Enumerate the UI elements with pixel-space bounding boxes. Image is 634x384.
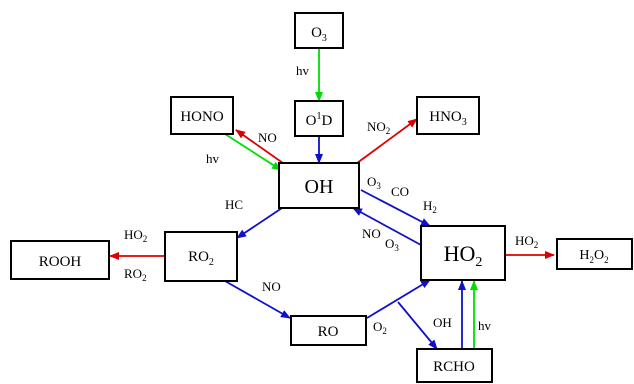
node-h2o2-sub: 2	[590, 255, 595, 265]
node-oh-label: OH	[305, 176, 334, 198]
arrow-ho2-to-oh	[352, 207, 422, 246]
svg-text:RO2: RO2	[124, 266, 147, 283]
arrow-branch-to-rcho	[397, 301, 438, 350]
svg-text:HO2: HO2	[515, 233, 538, 250]
node-ho2-label: HO	[444, 241, 476, 266]
label-o2-ro-sub: 2	[382, 326, 387, 336]
arrow-oh-to-hono	[235, 129, 291, 169]
label-no-hono: NO	[258, 130, 277, 145]
label-o3-oh-sub: 3	[376, 181, 381, 191]
label-h2: H	[423, 198, 432, 213]
arrow-oh-to-ro2	[236, 207, 283, 239]
svg-text:O2: O2	[373, 319, 387, 336]
node-hno3-label: HNO	[429, 109, 462, 125]
label-ho2-h2o2-sub: 2	[534, 240, 539, 250]
arrow-oh-to-hno3	[352, 118, 418, 167]
node-ro2: RO2	[164, 231, 238, 282]
label-h2-sub: 2	[432, 205, 437, 215]
svg-text:RO2: RO2	[188, 249, 214, 268]
label-co: CO	[391, 184, 409, 199]
node-ro2-label: RO	[188, 249, 209, 265]
label-ho2-h2o2: HO	[515, 233, 534, 248]
arrow-ro2-to-ro	[224, 280, 291, 319]
svg-text:HNO3: HNO3	[429, 109, 467, 128]
node-hono: HONO	[170, 96, 234, 135]
node-o1d-label: O	[306, 113, 317, 129]
label-oh-rcho: OH	[433, 315, 452, 330]
label-ro2-rooh-sub: 2	[142, 273, 147, 283]
label-ho2-rooh-sub: 2	[143, 234, 148, 244]
label-hv-rcho: hv	[478, 318, 492, 333]
arrow-hono-to-oh	[224, 133, 282, 171]
svg-text:HO2: HO2	[124, 227, 147, 244]
node-rcho: RCHO	[416, 348, 493, 383]
node-h2o2: H2O2	[556, 238, 633, 270]
svg-text:NO2: NO2	[367, 119, 390, 136]
svg-text:O3: O3	[385, 236, 399, 253]
node-oh: OH	[278, 162, 360, 209]
label-no2-hno3: NO	[367, 119, 386, 134]
svg-text:O3: O3	[367, 174, 381, 191]
node-o1d-tail: D	[322, 113, 333, 129]
label-ho2-rooh: HO	[124, 227, 143, 242]
node-h2o2-o: O	[594, 248, 604, 263]
node-rooh-label: ROOH	[39, 254, 82, 270]
node-o3: O3	[294, 12, 344, 49]
edge-labels: hv NO hv NO2 O3 CO H2 HC NO O3 HO2 RO2 H…	[124, 63, 538, 336]
node-ho2: HO2	[420, 225, 506, 281]
label-no2-hno3-sub: 2	[386, 126, 391, 136]
svg-text:H2: H2	[423, 198, 437, 215]
node-hono-label: HONO	[180, 109, 223, 125]
label-o2-ro: O	[373, 319, 382, 334]
svg-text:O3: O3	[311, 25, 327, 44]
label-no-ro: NO	[262, 279, 281, 294]
node-hno3-sub: 3	[462, 117, 467, 128]
node-rcho-label: RCHO	[433, 359, 475, 375]
node-o1d: O1D	[294, 100, 344, 137]
node-ro-label: RO	[318, 324, 339, 340]
arrows	[109, 48, 555, 350]
svg-text:H2O2: H2O2	[579, 248, 608, 265]
svg-text:HO2: HO2	[444, 241, 483, 270]
label-no-ho2: NO	[362, 226, 381, 241]
label-hv-hono: hv	[206, 151, 220, 166]
label-hc: HC	[225, 197, 243, 212]
arrow-oh-to-ho2	[360, 189, 431, 227]
arrow-ro-to-ho2	[366, 279, 431, 319]
node-ro: RO	[290, 315, 367, 346]
label-o3-ho2-sub: 3	[394, 243, 399, 253]
svg-text:O1D: O1D	[306, 111, 333, 129]
label-hv-o3: hv	[296, 63, 310, 78]
label-o3-ho2: O	[385, 236, 394, 251]
node-hno3: HNO3	[416, 96, 480, 135]
node-o3-sub: 3	[322, 33, 327, 44]
label-o3-oh: O	[367, 174, 376, 189]
label-ro2-rooh: RO	[124, 266, 142, 281]
node-ho2-sub: 2	[475, 255, 482, 270]
node-ro2-sub: 2	[209, 257, 214, 268]
node-o1d-sup: 1	[317, 111, 322, 122]
node-rooh: ROOH	[10, 240, 110, 280]
node-o3-label: O	[311, 25, 322, 41]
node-h2o2-sub2: 2	[604, 255, 609, 265]
node-h2o2-h: H	[579, 248, 589, 263]
